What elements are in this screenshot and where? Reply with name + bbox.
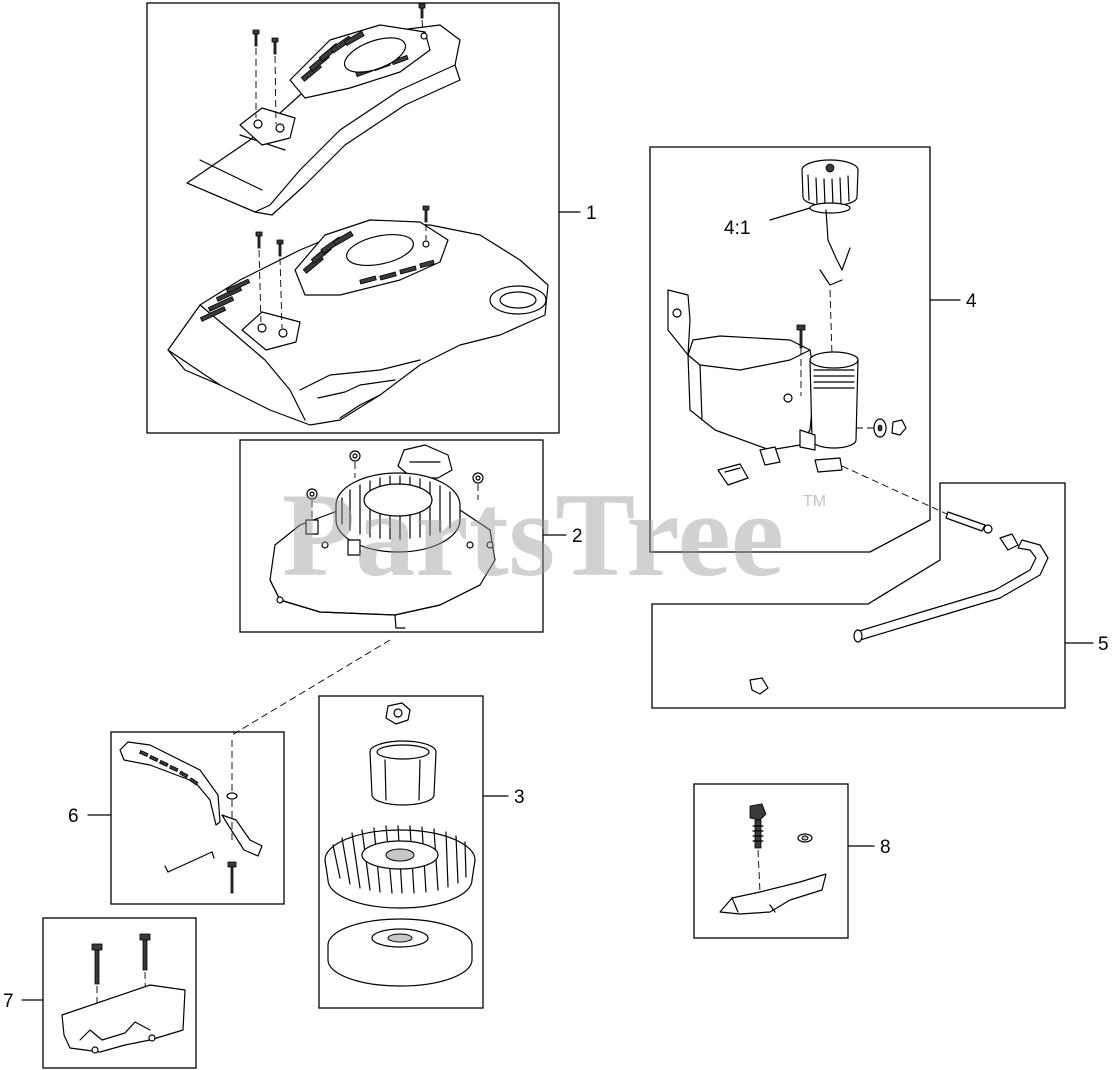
guard-plate <box>61 984 186 1053</box>
flywheel-nut <box>385 702 411 725</box>
group-7-guard-plate[interactable]: 7 <box>3 917 197 1069</box>
group-6-frame <box>110 731 285 905</box>
upper-shroud <box>186 24 461 216</box>
callout-4-1-leader <box>769 207 811 221</box>
callout-6: 6 <box>68 806 79 827</box>
fuel-filter <box>945 511 986 532</box>
hose-clip <box>749 677 769 695</box>
group-3-flywheel[interactable]: 3 <box>318 695 525 1009</box>
shield-bolt-head <box>749 803 767 821</box>
fuel-clamp <box>999 533 1019 551</box>
brake-rod <box>167 851 213 873</box>
trademark-mark: TM <box>803 493 826 510</box>
group-2-recoil-starter[interactable]: 2 <box>239 439 583 633</box>
starter-nuts <box>305 450 484 556</box>
group-4-frame <box>649 146 931 553</box>
callout-2: 2 <box>572 526 583 547</box>
fuel-hose <box>855 539 1049 641</box>
group-7-frame <box>42 917 197 1069</box>
upper-shroud-screws <box>252 3 426 125</box>
callout-3: 3 <box>514 787 525 808</box>
group-1-shrouds[interactable]: 1 <box>146 2 597 434</box>
group-8-heat-shield[interactable]: 8 <box>693 783 891 939</box>
callout-4: 4 <box>966 291 977 312</box>
flywheel-fins <box>324 825 476 909</box>
group-6-brake-lever[interactable]: 6 <box>68 731 285 905</box>
shield-bolt-shank <box>754 819 762 849</box>
group-5-frame <box>651 482 1066 709</box>
guard-bolt-right <box>139 933 151 971</box>
brake-arm <box>221 814 263 857</box>
brake-bolt <box>227 861 237 894</box>
group-4-fuel-tank[interactable]: 4:1 <box>649 146 977 553</box>
link-2-to-6 <box>231 639 391 736</box>
fuel-cap <box>801 159 859 286</box>
group-5-fuel-line[interactable]: 5 <box>651 482 1109 709</box>
callout-7: 7 <box>3 991 14 1012</box>
heat-shield <box>719 873 827 915</box>
callout-8: 8 <box>880 837 891 858</box>
group-3-frame <box>318 695 484 1009</box>
group-1-frame <box>146 2 560 434</box>
brake-lever <box>119 741 221 826</box>
lower-shroud-screws <box>255 205 430 329</box>
guard-bolt-left <box>91 943 103 985</box>
starter-cup <box>369 740 437 806</box>
lower-shroud <box>167 219 549 426</box>
watermark: PartsTree <box>282 468 784 601</box>
group-8-frame <box>693 783 849 939</box>
fuel-tank-body <box>667 289 859 473</box>
callout-1: 1 <box>586 203 597 224</box>
flywheel-base <box>327 918 473 987</box>
brake-washer <box>226 792 238 800</box>
callout-5: 5 <box>1098 634 1109 655</box>
group-2-frame <box>239 439 544 633</box>
callout-4-1: 4:1 <box>724 218 750 239</box>
